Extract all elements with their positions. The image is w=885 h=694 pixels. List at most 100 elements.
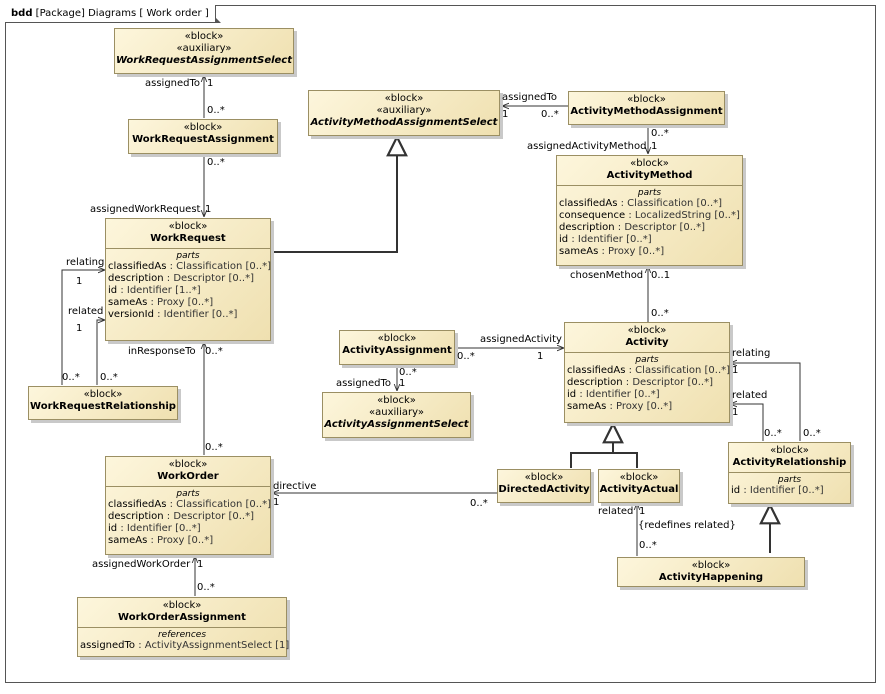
- multiplicity-label: 1: [207, 78, 214, 89]
- multiplicity-label: 0..*: [207, 157, 225, 168]
- multiplicity-label: 1: [399, 378, 406, 389]
- property: description : Descriptor [0..*]: [559, 222, 705, 233]
- multiplicity-label: 0..1: [651, 270, 671, 281]
- multiplicity-label: 1: [76, 276, 83, 287]
- stereotype-auxiliary: «auxiliary»: [176, 43, 232, 54]
- block-name: ActivityAssignmentSelect: [324, 419, 469, 430]
- property: classifiedAs : Classification [0..*]: [567, 365, 731, 376]
- role-label: assignedTo: [336, 378, 392, 389]
- property: description : Descriptor [0..*]: [567, 377, 713, 388]
- block-directed-activity[interactable]: «block» DirectedActivity: [497, 469, 591, 503]
- block-activity-method-assignment[interactable]: «block» ActivityMethodAssignment: [568, 91, 725, 125]
- block-activity-assignment-select[interactable]: «block» «auxiliary» ActivityAssignmentSe…: [322, 392, 471, 438]
- block-work-order[interactable]: «block» WorkOrder parts classifiedAs : C…: [105, 456, 271, 555]
- block-name: WorkRequest: [150, 233, 226, 244]
- multiplicity-label: 0..*: [207, 105, 225, 116]
- property: classifiedAs : Classification [0..*]: [108, 499, 272, 510]
- multiplicity-label: 0..*: [651, 128, 669, 139]
- block-work-request-assignment[interactable]: «block» WorkRequestAssignment: [128, 119, 278, 154]
- conn-da-act-generalization: [570, 452, 613, 468]
- block-activity-method-assignment-select[interactable]: «block» «auxiliary» ActivityMethodAssign…: [308, 90, 500, 136]
- block-activity[interactable]: «block» Activity parts classifiedAs : Cl…: [564, 322, 730, 423]
- block-activity-assignment[interactable]: «block» ActivityAssignment: [339, 330, 455, 365]
- conn-aact-act-generalization: [613, 424, 638, 468]
- block-activity-method[interactable]: «block» ActivityMethod parts classifiedA…: [556, 155, 743, 266]
- property: description : Descriptor [0..*]: [108, 273, 254, 284]
- multiplicity-label: 0..*: [803, 428, 821, 439]
- multiplicity-label: 1: [205, 204, 212, 215]
- multiplicity-label: 0..*: [470, 498, 488, 509]
- multiplicity-label: 0..*: [205, 442, 223, 453]
- block-activity-actual[interactable]: «block» ActivityActual: [598, 469, 680, 503]
- stereotype-auxiliary: «auxiliary»: [369, 407, 424, 418]
- block-activity-happening[interactable]: «block» ActivityHappening: [617, 557, 805, 587]
- stereotype-block: «block»: [83, 389, 123, 400]
- section-title: parts: [176, 251, 200, 261]
- stereotype-block: «block»: [377, 395, 416, 406]
- property: versionId : Identifier [0..*]: [108, 309, 238, 320]
- property: id : Identifier [0..*]: [108, 523, 201, 534]
- role-label: related: [732, 390, 768, 401]
- stereotype-block: «block»: [627, 94, 666, 105]
- stereotype-block: «block»: [162, 600, 202, 611]
- section-title: parts: [635, 355, 659, 365]
- references-section: references assignedTo : ActivityAssignme…: [78, 627, 289, 654]
- stereotype-block: «block»: [168, 459, 208, 470]
- conn-wrr-wr-related: [96, 320, 105, 385]
- block-name: WorkOrder: [157, 471, 219, 482]
- multiplicity-label: 1: [732, 407, 739, 418]
- stereotype-block: «block»: [630, 158, 669, 169]
- multiplicity-label: 1: [197, 559, 204, 570]
- multiplicity-label: 0..*: [197, 582, 215, 593]
- multiplicity-label: 1: [651, 141, 658, 152]
- block-name: WorkRequestAssignment: [132, 134, 274, 145]
- parts-section: parts classifiedAs : Classification [0..…: [106, 248, 271, 323]
- conn-wr-amas-generalization: [272, 137, 397, 253]
- multiplicity-label: 0..*: [651, 308, 669, 319]
- block-work-request-relationship[interactable]: «block» WorkRequestRelationship: [28, 386, 178, 420]
- role-label: assignedWorkRequest: [90, 204, 201, 215]
- property: sameAs : Proxy [0..*]: [559, 246, 665, 257]
- property: id : Identifier [0..*]: [559, 234, 652, 245]
- stereotype-block: «block»: [770, 445, 809, 456]
- stereotype-block: «block»: [377, 333, 417, 344]
- block-name: ActivityActual: [599, 484, 679, 495]
- role-label: directive: [273, 481, 317, 492]
- block-work-request[interactable]: «block» WorkRequest parts classifiedAs :…: [105, 218, 271, 341]
- section-title: parts: [777, 475, 802, 485]
- multiplicity-label: 1: [76, 323, 83, 334]
- block-work-order-assignment[interactable]: «block» WorkOrderAssignment references a…: [77, 597, 289, 657]
- block-name: WorkOrderAssignment: [118, 612, 246, 623]
- role-label: related: [68, 306, 104, 317]
- role-label: assignedActivityMethod: [527, 141, 647, 152]
- role-label: chosenMethod: [570, 270, 644, 281]
- parts-section: parts classifiedAs : Classification [0..…: [557, 185, 742, 260]
- property: id : Identifier [0..*]: [567, 389, 660, 400]
- multiplicity-label: 0..*: [62, 372, 80, 383]
- block-activity-relationship[interactable]: «block» ActivityRelationship parts id : …: [728, 442, 851, 504]
- parts-section: parts classifiedAs : Classification [0..…: [565, 352, 731, 415]
- multiplicity-label: 0..*: [205, 346, 223, 357]
- block-name: ActivityHappening: [658, 572, 764, 583]
- property: sameAs : Proxy [0..*]: [108, 297, 214, 308]
- block-name: DirectedActivity: [498, 484, 590, 495]
- stereotype-block: «block»: [184, 31, 224, 42]
- stereotype-block: «block»: [627, 325, 667, 336]
- frame-kind: bdd: [11, 8, 33, 19]
- property: description : Descriptor [0..*]: [108, 511, 254, 522]
- block-name: ActivityMethodAssignment: [570, 106, 723, 117]
- section-title: parts: [637, 188, 662, 198]
- role-label: inResponseTo: [128, 346, 196, 357]
- block-name: ActivityMethod: [606, 170, 693, 181]
- frame-title: [Package] Diagrams [ Work order ]: [35, 8, 209, 19]
- role-label: assignedTo: [145, 78, 201, 89]
- role-label: relating: [66, 257, 105, 268]
- role-label: relating: [732, 348, 771, 359]
- block-name: WorkRequestAssignmentSelect: [115, 55, 293, 66]
- role-label: assignedWorkOrder: [92, 559, 191, 570]
- property: id : Identifier [1..*]: [108, 285, 201, 296]
- block-name: ActivityRelationship: [732, 457, 847, 468]
- block-work-request-assignment-select[interactable]: «block» «auxiliary» WorkRequestAssignmen…: [114, 28, 294, 74]
- role-label: related: [598, 506, 634, 517]
- stereotype-block: «block»: [384, 93, 424, 104]
